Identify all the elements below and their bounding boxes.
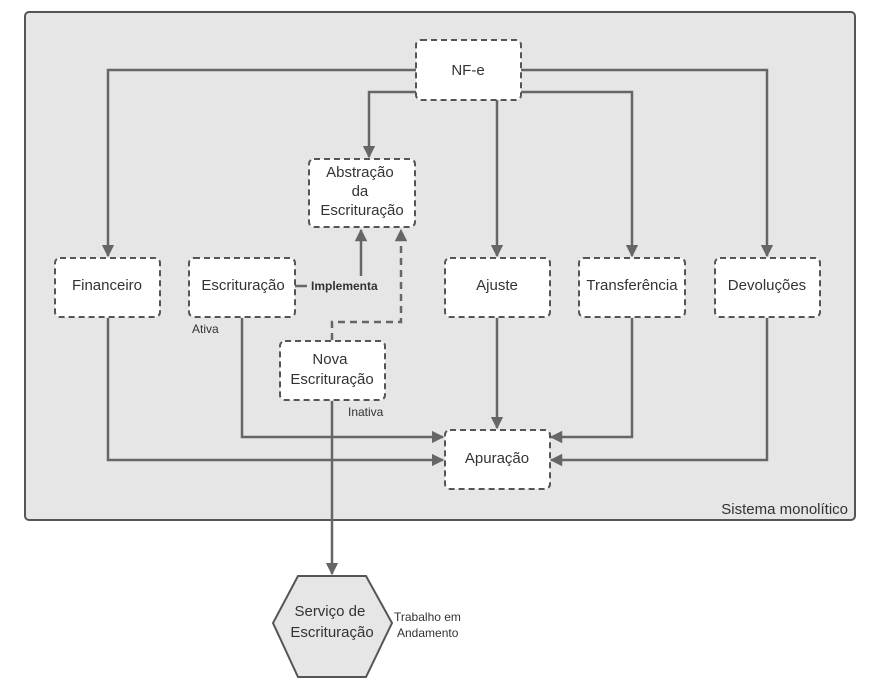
node-transferencia-label: Transferência bbox=[586, 277, 678, 294]
svg-text:Abstração da Escri: Abstração da Escrituração bbox=[320, 164, 403, 219]
svg-text:NF-e: NF-e bbox=[451, 62, 484, 79]
node-nova-line-2: Escrituração bbox=[290, 371, 373, 388]
trabalho-label-line-2: Andamento bbox=[397, 626, 459, 640]
svg-text:Financeiro: Financeiro bbox=[72, 277, 142, 294]
svg-text:Ajuste: Ajuste bbox=[476, 277, 518, 294]
system-container bbox=[24, 11, 856, 521]
node-financeiro[interactable]: Financeiro bbox=[54, 257, 161, 318]
node-apuracao-label: Apuração bbox=[465, 450, 529, 467]
node-nova-line-1: Nova bbox=[312, 351, 348, 368]
edge-nfe-devolucoes bbox=[521, 68, 774, 258]
svg-text:Devoluções: Devoluções bbox=[728, 277, 806, 294]
node-servico-escrituracao[interactable]: Serviço de Escrituração bbox=[271, 575, 394, 678]
edge-nfe-abstracao bbox=[362, 90, 416, 159]
trabalho-label-line-1: Trabalho em bbox=[394, 610, 461, 624]
node-transferencia[interactable]: Transferência bbox=[578, 257, 686, 318]
svg-text:Apuração: Apuração bbox=[465, 450, 529, 467]
node-ajuste-label: Ajuste bbox=[476, 277, 518, 294]
node-escrituracao-label: Escrituração bbox=[201, 277, 284, 294]
system-container-label: Sistema monolítico bbox=[721, 501, 848, 518]
node-financeiro-label: Financeiro bbox=[72, 277, 142, 294]
edge-devolucoes-apuracao bbox=[549, 318, 769, 467]
svg-text:Transferência: Transferência bbox=[586, 277, 678, 294]
svg-text:Serviço de Escrituração: Serviço de Escrituração bbox=[290, 603, 373, 641]
edge-nova-abstracao bbox=[330, 228, 408, 340]
implementa-label: Implementa bbox=[311, 279, 378, 293]
node-ajuste[interactable]: Ajuste bbox=[444, 257, 551, 318]
svg-text:Trabalho em Andamento: Trabalho em Andamento bbox=[394, 610, 464, 640]
edges bbox=[101, 68, 774, 576]
node-nfe-label: NF-e bbox=[451, 62, 484, 79]
edge-nfe-financeiro bbox=[101, 68, 416, 258]
node-devolucoes[interactable]: Devoluções bbox=[714, 257, 821, 318]
node-abstracao-escrituracao[interactable]: Abstração da Escrituração bbox=[308, 158, 416, 228]
node-abstracao-line-1: Abstração bbox=[326, 164, 394, 181]
svg-text:Nova Escrituração: Nova Escrituração bbox=[290, 351, 373, 388]
inativa-label: Inativa bbox=[348, 405, 384, 419]
ativa-label: Ativa bbox=[192, 322, 219, 336]
node-nfe[interactable]: NF-e bbox=[415, 39, 522, 101]
node-devolucoes-label: Devoluções bbox=[728, 277, 806, 294]
edge-transferencia-apuracao bbox=[549, 318, 634, 444]
node-abstracao-line-3: Escrituração bbox=[320, 202, 403, 219]
node-abstracao-line-2: da bbox=[352, 183, 369, 200]
edge-escrituracao-apuracao bbox=[240, 318, 445, 444]
node-nova-escrituracao[interactable]: Nova Escrituração bbox=[279, 340, 386, 401]
node-apuracao[interactable]: Apuração bbox=[444, 429, 551, 490]
node-servico-line-1: Serviço de bbox=[294, 603, 365, 620]
node-escrituracao[interactable]: Escrituração bbox=[188, 257, 296, 318]
node-servico-line-2: Escrituração bbox=[290, 624, 373, 641]
implementa-label-bg bbox=[307, 276, 387, 294]
edge-nfe-transferencia bbox=[521, 90, 639, 258]
svg-text:Escrituração: Escrituração bbox=[201, 277, 284, 294]
